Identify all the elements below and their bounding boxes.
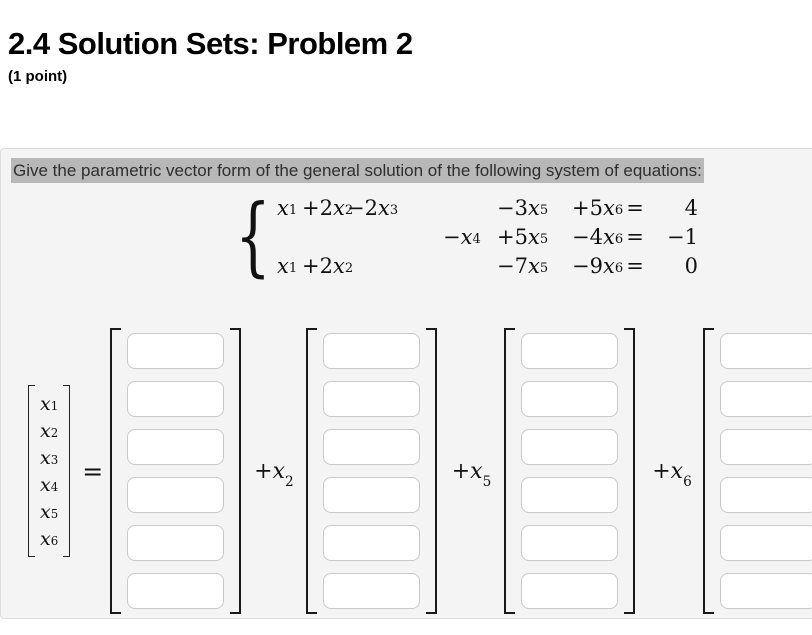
answer-input[interactable] bbox=[127, 477, 225, 513]
right-bracket bbox=[425, 328, 437, 614]
eq-rhs: 0 bbox=[684, 253, 698, 278]
answer-input[interactable] bbox=[127, 333, 225, 369]
answer-input[interactable] bbox=[719, 525, 812, 561]
eq-rhs: −1 bbox=[667, 224, 698, 249]
points-label: (1 point) bbox=[8, 68, 68, 85]
solution-column-3 bbox=[504, 328, 636, 614]
equals-sign: = bbox=[626, 224, 644, 249]
answer-input[interactable] bbox=[127, 381, 225, 417]
scalar-x5: +x5 bbox=[451, 458, 492, 491]
right-bracket bbox=[230, 328, 242, 614]
left-bracket bbox=[305, 328, 317, 614]
page-title: 2.4 Solution Sets: Problem 2 bbox=[8, 26, 413, 61]
answer-input[interactable] bbox=[719, 381, 812, 417]
answer-input[interactable] bbox=[521, 573, 619, 609]
answer-input[interactable] bbox=[521, 525, 619, 561]
answer-input[interactable] bbox=[521, 429, 619, 465]
answer-input[interactable] bbox=[127, 525, 225, 561]
scalar-x6: +x6 bbox=[652, 458, 692, 491]
answer-input[interactable] bbox=[719, 573, 812, 609]
eq-rhs: 4 bbox=[684, 195, 698, 220]
equals-sign: = bbox=[626, 195, 644, 220]
left-bracket bbox=[110, 328, 122, 614]
answer-input[interactable] bbox=[322, 525, 420, 561]
answer-input[interactable] bbox=[521, 477, 619, 513]
answer-input[interactable] bbox=[322, 333, 420, 369]
answer-input[interactable] bbox=[322, 477, 420, 513]
answer-input[interactable] bbox=[322, 381, 420, 417]
prompt-text: Give the parametric vector form of the g… bbox=[11, 158, 704, 183]
answer-input[interactable] bbox=[322, 573, 420, 609]
answer-input[interactable] bbox=[521, 333, 619, 369]
answer-input[interactable] bbox=[719, 429, 812, 465]
problem-panel: Give the parametric vector form of the g… bbox=[0, 148, 812, 619]
solution-column-4 bbox=[702, 328, 812, 614]
right-bracket bbox=[63, 385, 71, 557]
answer-input[interactable] bbox=[322, 429, 420, 465]
left-bracket bbox=[504, 328, 516, 614]
prompt-highlight: Give the parametric vector form of the g… bbox=[11, 158, 704, 183]
equals-sign: = bbox=[626, 253, 644, 278]
right-bracket bbox=[624, 328, 636, 614]
left-bracket bbox=[28, 385, 35, 557]
answer-input[interactable] bbox=[719, 477, 812, 513]
scalar-x2: +x2 bbox=[254, 458, 294, 491]
answer-input[interactable] bbox=[127, 429, 225, 465]
answer-input[interactable] bbox=[521, 381, 619, 417]
left-bracket bbox=[702, 328, 714, 614]
answer-input[interactable] bbox=[127, 573, 225, 609]
solution-column-1 bbox=[110, 328, 242, 614]
solution-column-2 bbox=[305, 328, 437, 614]
system-brace: { bbox=[235, 185, 271, 286]
equals-sign: = bbox=[82, 456, 104, 486]
answer-input[interactable] bbox=[719, 333, 812, 369]
